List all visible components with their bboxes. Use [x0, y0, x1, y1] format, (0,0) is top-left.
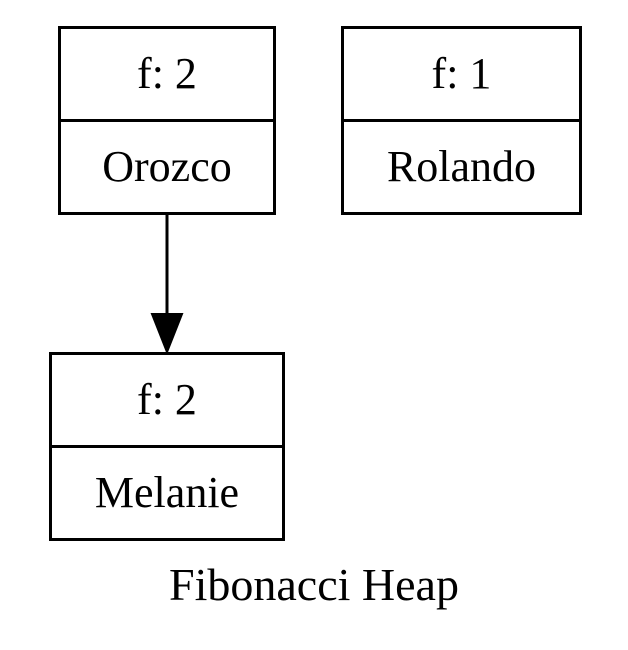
node-name: Orozco	[102, 142, 232, 191]
node-name: Rolando	[386, 142, 537, 191]
node-key: f: 1	[344, 29, 579, 122]
heap-node-melanie: f: 2 Melanie	[49, 352, 285, 541]
node-name: Melanie	[94, 468, 240, 517]
diagram-caption: Fibonacci Heap	[169, 559, 459, 610]
arrowhead-icon	[150, 313, 184, 355]
heap-node-orozco: f: 2 Orozco	[58, 26, 276, 215]
node-key: f: 2	[52, 355, 282, 448]
node-key: f: 2	[61, 29, 273, 122]
edge-orozco-to-melanie	[150, 215, 184, 355]
heap-node-rolando: f: 1 Rolando	[341, 26, 582, 215]
